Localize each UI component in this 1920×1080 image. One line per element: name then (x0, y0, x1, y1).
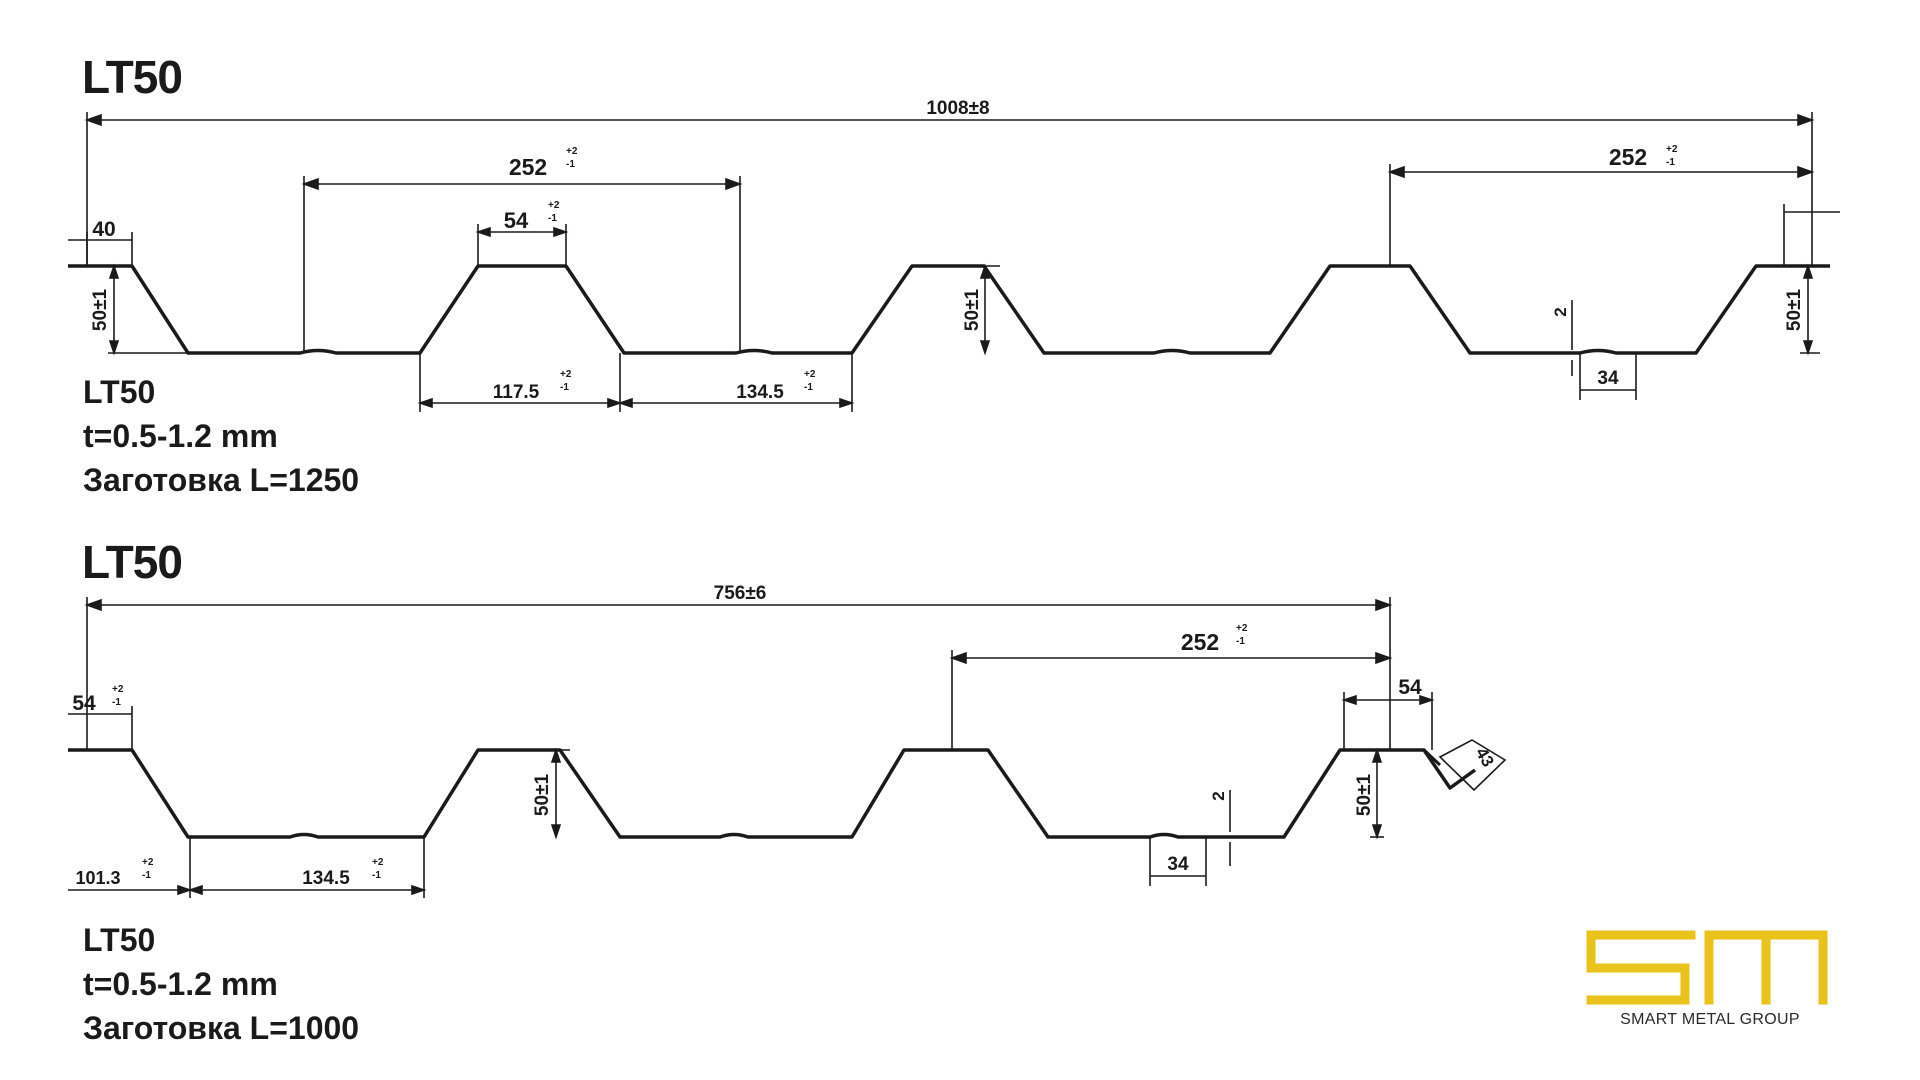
p1-tol-minus-5: -1 (1666, 157, 1675, 168)
p2-tol-plus-4: +2 (372, 857, 384, 868)
profile1-thickness: t=0.5-1.2 mm (83, 418, 278, 454)
p1-tol-plus-4: +2 (804, 369, 816, 380)
p1-tol-plus-3: +2 (560, 369, 572, 380)
p1-tol-minus-1: -1 (566, 159, 575, 170)
p2-pitch-dim: 252 (1181, 629, 1219, 655)
profile2-label: LT50 (83, 922, 156, 958)
p1-bottom-b-dim: 134.5 (736, 382, 784, 403)
p2-height-mid-dim: 50±1 (532, 774, 553, 817)
p2-tol-plus-1: +2 (1236, 623, 1248, 634)
p2-height-right-dim: 50±1 (1354, 774, 1375, 817)
p2-tol-minus-3: -1 (142, 870, 151, 881)
p2-bottom-b-dim: 134.5 (302, 868, 350, 889)
p2-stiffener-depth-dim: 2 (1209, 791, 1228, 800)
p2-tol-plus-2: +2 (112, 684, 124, 695)
p1-tol-plus-2: +2 (548, 200, 560, 211)
p2-top-flange-right-dim: 54 (1398, 676, 1422, 699)
profile2-thickness: t=0.5-1.2 mm (83, 966, 278, 1002)
p1-pitch-right-dim: 252 (1609, 144, 1647, 170)
p2-overall-dim: 756±6 (714, 583, 767, 604)
p1-height-right-dim: 50±1 (1784, 289, 1805, 332)
sm-logo-mark: SMART METAL GROUP (1586, 930, 1828, 1028)
profile1-title: LT50 (82, 51, 183, 103)
profile2-outline (68, 748, 1477, 839)
p1-top-flange-dim: 54 (504, 208, 529, 233)
p2-tol-minus-2: -1 (112, 697, 121, 708)
p2-top-flange-left-dim: 54 (72, 692, 96, 715)
p2-tol-plus-3: +2 (142, 857, 154, 868)
profile1-spec: LT50 t=0.5-1.2 mm Заготовка L=1250 (83, 370, 359, 502)
p1-overall-dim: 1008±8 (926, 98, 989, 119)
p1-stiffener-depth-dim: 2 (1551, 307, 1570, 316)
p1-height-left-dim: 50±1 (90, 289, 111, 332)
p1-stiffener-width-dim: 34 (1597, 368, 1619, 389)
p1-tol-minus-4: -1 (804, 382, 813, 393)
p2-stiffener-width-dim: 34 (1167, 854, 1189, 875)
profile1-outline (68, 264, 1830, 355)
p1-tol-minus-2: -1 (548, 213, 557, 224)
company-name: SMART METAL GROUP (1620, 1011, 1800, 1028)
smart-metal-group-logo: SMART METAL GROUP (1585, 930, 1835, 1030)
profile1-blank-length: Заготовка L=1250 (83, 462, 360, 498)
p1-tol-plus-5: +2 (1666, 144, 1678, 155)
p1-edge-dim: 40 (92, 218, 115, 241)
p1-pitch-left-dim: 252 (509, 154, 547, 180)
p1-tol-minus-3: -1 (560, 382, 569, 393)
profile2-blank-length: Заготовка L=1000 (83, 1010, 360, 1046)
profile2-title: LT50 (82, 536, 183, 588)
p2-bottom-a-dim: 101.3 (75, 868, 120, 888)
p2-tol-minus-1: -1 (1236, 636, 1245, 647)
p1-height-mid-dim: 50±1 (962, 289, 983, 332)
p2-edge-slant-dim: 43 (1472, 744, 1498, 770)
p1-bottom-a-dim: 117.5 (493, 382, 540, 403)
profile1-label: LT50 (83, 374, 156, 410)
p2-tol-minus-4: -1 (372, 870, 381, 881)
p1-tol-plus-1: +2 (566, 146, 578, 157)
profile2-spec: LT50 t=0.5-1.2 mm Заготовка L=1000 (83, 918, 359, 1050)
